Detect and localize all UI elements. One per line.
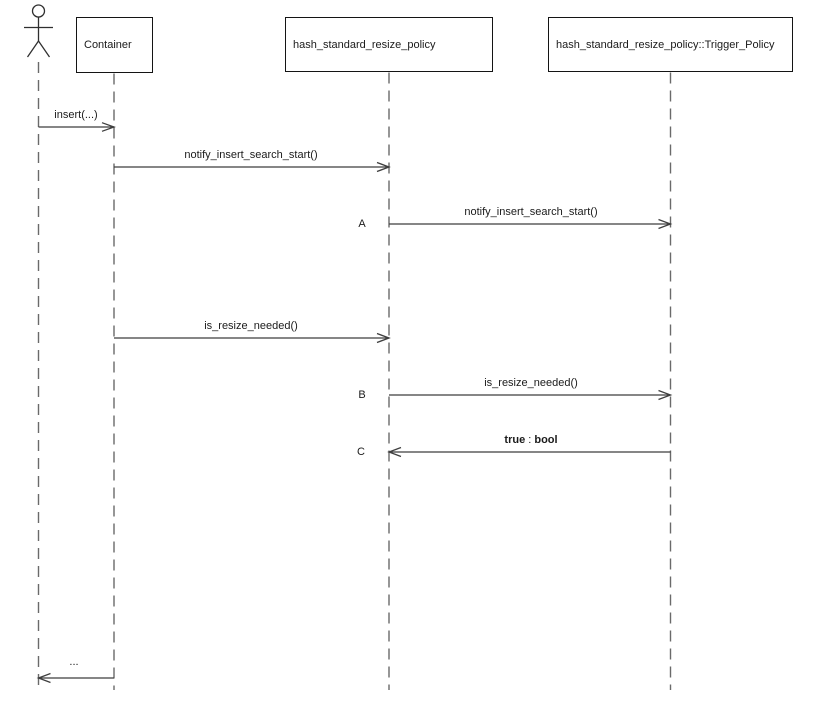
lifeline-head-container: Container [76,17,153,73]
seq-letter-a: A [358,218,366,230]
arrowhead-icon [376,161,391,173]
return-value: true [504,434,526,446]
message-arrow-return-bool [387,446,671,458]
message-label-resize-1: is_resize_needed() [204,320,298,332]
actor-leg-left [26,40,40,58]
arrowhead-icon [658,389,673,401]
actor-leg-right [37,40,51,58]
message-label-resize-2: is_resize_needed() [484,377,578,389]
seq-letter-c: C [357,446,365,458]
lifeline-head-trigger: hash_standard_resize_policy::Trigger_Pol… [548,17,793,72]
actor-head [31,4,46,18]
lifeline-label-container: Container [84,39,132,51]
actor-icon [24,4,53,58]
message-label-return-dots: ... [69,656,79,668]
return-type: bool [534,434,558,446]
lifeline-label-policy: hash_standard_resize_policy [293,38,436,51]
arrowhead-icon [376,332,391,344]
message-label-notify-2: notify_insert_search_start() [464,206,598,218]
seq-letter-b: B [358,389,366,401]
arrowhead-icon [658,218,673,230]
message-label-insert: insert(...) [54,109,98,121]
message-label-return-bool: true : bool [504,434,557,447]
return-separator: : [525,434,535,446]
message-arrow-resize-1 [114,332,391,344]
message-arrow-return-dots [36,672,114,684]
lifeline-label-trigger: hash_standard_resize_policy::Trigger_Pol… [556,38,775,51]
arrowhead-icon [36,672,51,684]
lifeline-head-policy: hash_standard_resize_policy [285,17,493,72]
message-arrow-resize-2 [389,389,673,401]
message-arrow-notify-1 [114,161,391,173]
message-label-notify-1: notify_insert_search_start() [184,149,318,161]
message-arrow-insert [38,122,116,132]
arrowhead-icon [387,446,402,458]
arrowhead-icon [101,122,116,132]
message-arrow-notify-2 [389,218,673,230]
